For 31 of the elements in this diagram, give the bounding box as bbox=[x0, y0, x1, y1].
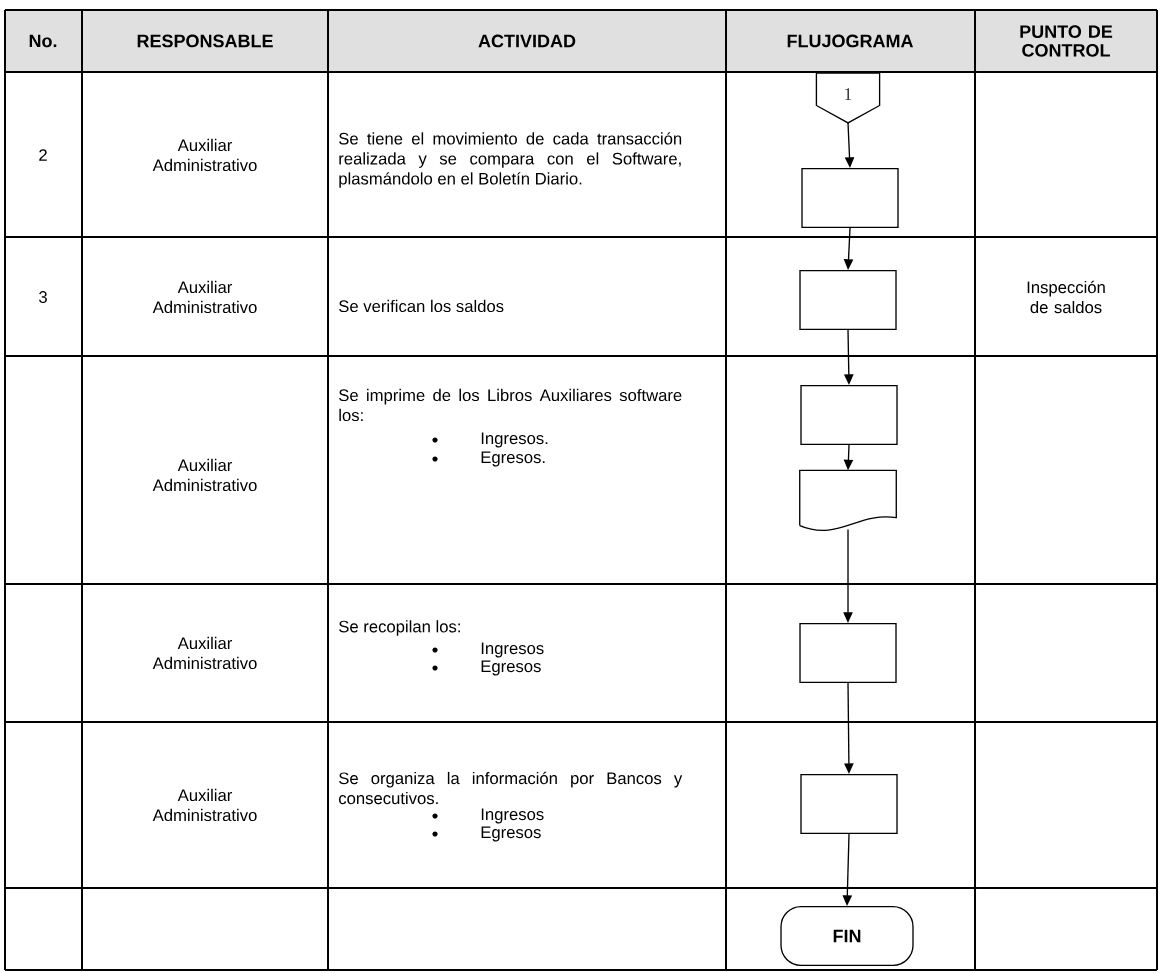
process-box bbox=[799, 623, 897, 683]
activity-text: Se recopilan los: bbox=[339, 620, 460, 636]
control-cell: Inspección de saldos bbox=[1027, 280, 1105, 314]
column-header: PUNTO DE CONTROL bbox=[1020, 25, 1113, 57]
column-header: No. bbox=[29, 34, 57, 48]
activity-text: Se verifican los saldos bbox=[339, 299, 504, 313]
row-number: 3 bbox=[39, 291, 47, 303]
responsible-cell: Auxiliar Administrativo bbox=[152, 458, 257, 492]
activity-text: Se organiza la información por Bancos y consecutivos. bbox=[339, 771, 683, 805]
offpage-connector: 1 bbox=[815, 72, 881, 124]
bullet-item: Egresos. bbox=[432, 451, 545, 467]
process-box bbox=[801, 168, 899, 228]
bullet-item: Ingresos. bbox=[432, 432, 548, 448]
responsible-cell: Auxiliar Administrativo bbox=[152, 636, 257, 670]
activity-text: Se imprime de los Libros Auxiliares software los: bbox=[339, 388, 682, 422]
bullet-item: Ingresos bbox=[432, 642, 544, 658]
responsible-cell: Auxiliar Administrativo bbox=[152, 138, 257, 172]
column-header: ACTIVIDAD bbox=[478, 34, 576, 48]
bullet-item: Egresos bbox=[432, 826, 541, 842]
responsible-cell: Auxiliar Administrativo bbox=[152, 280, 257, 314]
column-header: RESPONSABLE bbox=[137, 34, 273, 48]
process-box bbox=[799, 270, 897, 330]
column-header: FLUJOGRAMA bbox=[787, 34, 914, 48]
activity-text: Se tiene el movimiento de cada transacción realizada y se compara con el Software, plasmándolo en el Boletín Diario. bbox=[339, 132, 682, 188]
process-box bbox=[800, 385, 898, 445]
bullet-item: Ingresos bbox=[432, 808, 544, 824]
process-box bbox=[800, 774, 898, 834]
bullet-item: Egresos bbox=[432, 660, 541, 676]
responsible-cell: Auxiliar Administrativo bbox=[152, 788, 257, 822]
row-number: 2 bbox=[39, 149, 47, 161]
document-shape bbox=[799, 469, 897, 531]
